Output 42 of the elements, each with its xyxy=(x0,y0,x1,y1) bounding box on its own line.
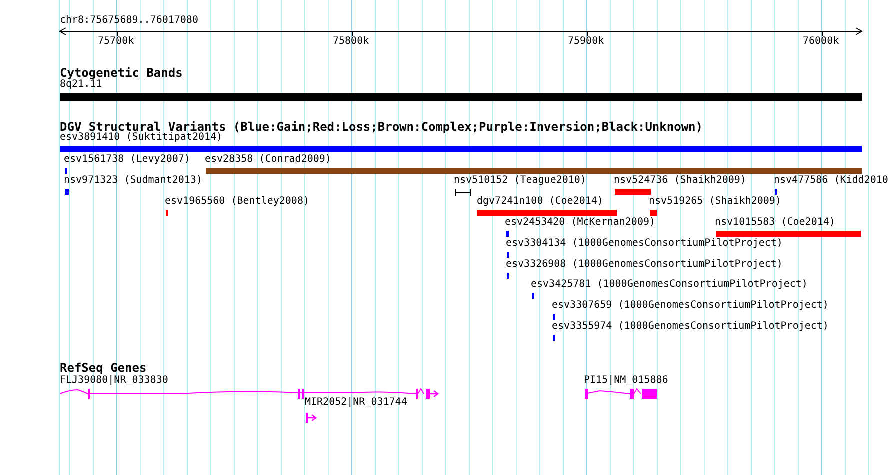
track-title: Cytogenetic Bands xyxy=(60,67,183,79)
track-title: DGV Structural Variants (Blue:Gain;Red:Loss;Brown:Complex;Purple:Inversion;Black:Unknown) xyxy=(60,121,703,133)
feature-label: esv3355974 (1000GenomesConsortiumPilotProject) xyxy=(552,321,829,333)
coordinate-label: chr8:75675689..76017080 xyxy=(60,15,198,27)
feature-label: dgv7241n100 (Coe2014) xyxy=(477,196,604,208)
axis-tick-label: 75800k xyxy=(333,36,370,48)
feature-label: 8q21.11 xyxy=(60,79,102,91)
gene-model xyxy=(60,388,440,399)
variant-bar xyxy=(206,168,862,174)
feature-label: nsv510152 (Teague2010) xyxy=(454,175,586,187)
feature-label: esv3304134 (1000GenomesConsortiumPilotProject) xyxy=(506,238,783,250)
feature-label: nsv477586 (Kidd2010 xyxy=(774,175,888,187)
gene-model xyxy=(306,413,318,423)
variant-bar xyxy=(65,189,69,195)
variant-bar xyxy=(716,231,861,237)
variant-bar xyxy=(506,231,509,237)
feature-label: FLJ39080|NR_033830 xyxy=(60,375,168,387)
feature-label: esv2453420 (McKernan2009) xyxy=(505,217,656,229)
feature-label: nsv524736 (Shaikh2009) xyxy=(614,175,746,187)
feature-label: PI15|NM_015886 xyxy=(584,375,668,387)
feature-label: esv28358 (Conrad2009) xyxy=(205,154,332,166)
gene-model xyxy=(584,388,657,399)
feature-label: esv3425781 (1000GenomesConsortiumPilotProject) xyxy=(531,279,808,291)
axis-tick-label: 75900k xyxy=(568,36,604,48)
feature-label: esv3326908 (1000GenomesConsortiumPilotProject) xyxy=(506,259,783,271)
feature-label: esv3307659 (1000GenomesConsortiumPilotProject) xyxy=(552,300,829,312)
variant-bar xyxy=(650,210,657,216)
axis-tick-label: 76000k xyxy=(803,36,840,48)
feature-label: nsv1015583 (Coe2014) xyxy=(715,217,836,229)
track-title: RefSeq Genes xyxy=(60,362,147,374)
variant-bar xyxy=(477,210,617,216)
feature-label: nsv519265 (Shaikh2009) xyxy=(649,196,782,208)
feature-label: esv3891410 (Suktitipat2014) xyxy=(60,132,223,144)
variant-bar xyxy=(60,146,862,152)
feature-label: esv1561738 (Levy2007) xyxy=(64,154,190,166)
axis-tick-label: 75700k xyxy=(98,36,134,48)
feature-label: MIR2052|NR_031744 xyxy=(305,397,408,409)
feature-label: esv1965560 (Bentley2008) xyxy=(165,196,310,208)
variant-bar xyxy=(615,189,651,195)
feature-label: nsv971323 (Sudmant2013) xyxy=(64,175,202,187)
interval-bar xyxy=(454,188,472,196)
cytoband-bar xyxy=(60,93,862,101)
